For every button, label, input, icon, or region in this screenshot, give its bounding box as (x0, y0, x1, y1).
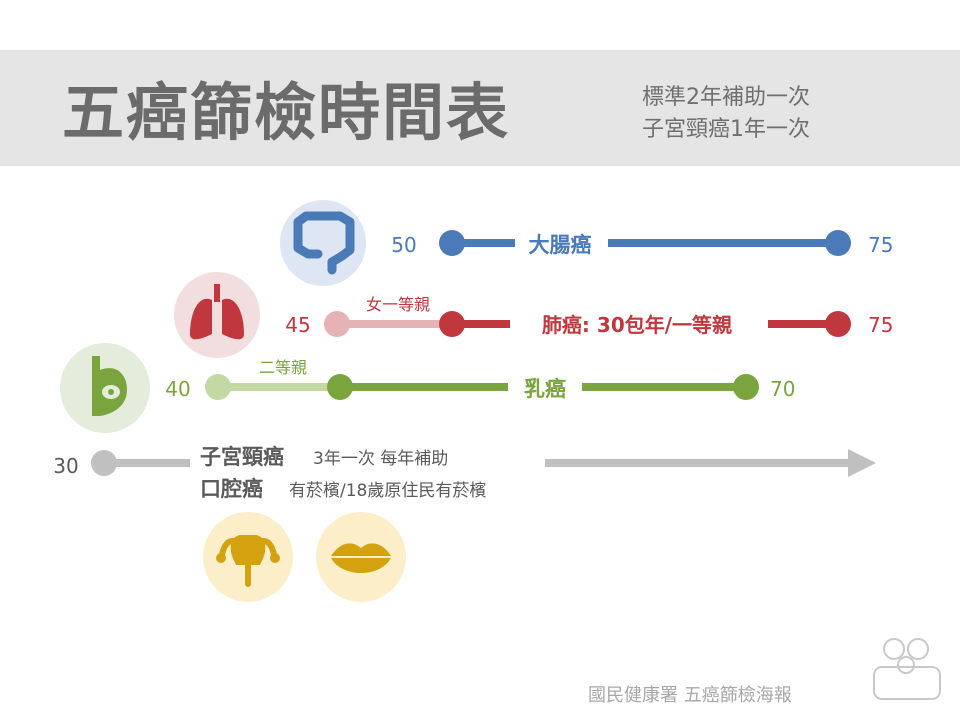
colon-icon (293, 211, 355, 275)
uterus-icon (219, 535, 277, 587)
breast-label: 乳癌 (524, 377, 566, 401)
lips-icon (331, 543, 391, 573)
lips-icon-badge (316, 512, 406, 602)
footer-credit: 國民健康署 五癌篩檢海報 (588, 685, 792, 706)
title-banner (0, 50, 960, 166)
colon-start-dot (439, 230, 465, 256)
hpa-logo-icon (873, 638, 941, 700)
breast-end-dot (733, 374, 759, 400)
lung-start-dot (439, 311, 465, 337)
breast-early-age: 40 (165, 377, 190, 401)
colon-start-age: 50 (391, 233, 416, 257)
lung-end-age: 75 (868, 313, 893, 337)
breast-end-age: 70 (770, 377, 795, 401)
cervical-start-age: 30 (53, 454, 78, 478)
lung-label: 肺癌: 30包年/一等親 (542, 313, 732, 337)
breast-early-dot (205, 374, 231, 400)
oral-label: 口腔癌 (200, 477, 263, 501)
cervical-note: 3年一次 每年補助 (313, 449, 448, 469)
colon-end-dot (825, 230, 851, 256)
breast-icon (92, 356, 127, 416)
page-title: 五癌篩檢時間表 (62, 76, 511, 149)
lung-early-age: 45 (285, 313, 310, 337)
oral-note: 有菸檳/18歲原住民有菸檳 (289, 481, 486, 501)
subtitle: 標準2年補助一次 子宮頸癌1年一次 (642, 82, 810, 146)
colon-label: 大腸癌 (529, 233, 592, 257)
lung-end-dot (825, 311, 851, 337)
lung-early-note: 女一等親 (366, 295, 430, 314)
lungs-icon (190, 284, 244, 340)
cervical-start-dot (91, 450, 117, 476)
colon-end-age: 75 (868, 233, 893, 257)
cervical-label: 子宮頸癌 (200, 445, 284, 469)
breast-early-note: 二等親 (259, 358, 307, 377)
uterus-ovary-left (216, 553, 226, 563)
arrow-head (848, 449, 876, 477)
subtitle-line-1: 標準2年補助一次 (642, 85, 810, 110)
lung-early-dot (324, 311, 350, 337)
uterus-ovary-right (270, 553, 280, 563)
breast-start-dot (327, 374, 353, 400)
subtitle-line-2: 子宮頸癌1年一次 (642, 117, 810, 142)
